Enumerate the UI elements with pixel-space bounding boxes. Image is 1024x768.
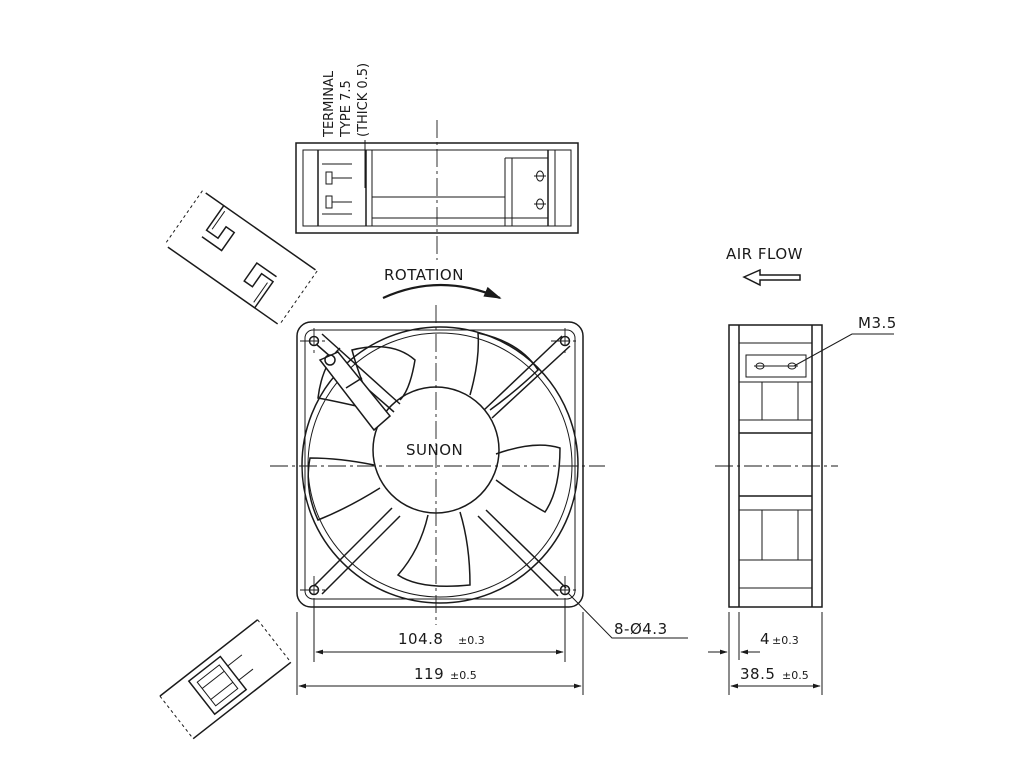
side-dimensions bbox=[708, 612, 823, 695]
brand-label: SUNON bbox=[406, 441, 463, 459]
terminal-detail-lower bbox=[159, 619, 292, 740]
front-dimensions bbox=[296, 600, 584, 695]
screw-leader bbox=[793, 333, 894, 367]
terminal-note-line2: TYPE 7.5 bbox=[339, 80, 354, 138]
hole-label: 8-Ø4.3 bbox=[614, 620, 668, 638]
overall-width-tol: ±0.5 bbox=[450, 669, 477, 682]
hole-spacing-value: 104.8 bbox=[398, 630, 443, 648]
side-view bbox=[715, 324, 838, 608]
terminal-detail-upper bbox=[164, 190, 318, 326]
depth-value: 38.5 bbox=[740, 665, 775, 683]
overall-width-value: 119 bbox=[414, 665, 444, 683]
hole-spacing-tol: ±0.3 bbox=[458, 634, 485, 647]
terminal-note: TERMINAL TYPE 7.5 (THICK 0.5) bbox=[322, 63, 371, 138]
rotation-label: ROTATION bbox=[384, 266, 464, 284]
screw-label: M3.5 bbox=[858, 314, 897, 332]
top-view bbox=[295, 120, 579, 260]
rotation-arc bbox=[382, 283, 502, 300]
depth-tol: ±0.5 bbox=[782, 669, 809, 682]
front-view bbox=[270, 305, 605, 625]
terminal-note-line1: TERMINAL bbox=[322, 70, 337, 138]
hole-leader bbox=[567, 592, 688, 639]
airflow-label: AIR FLOW bbox=[726, 245, 803, 263]
flange-value: 4 bbox=[760, 630, 770, 648]
flange-tol: ±0.3 bbox=[772, 634, 799, 647]
terminal-note-line3: (THICK 0.5) bbox=[356, 63, 371, 137]
airflow-arrow bbox=[742, 268, 801, 287]
